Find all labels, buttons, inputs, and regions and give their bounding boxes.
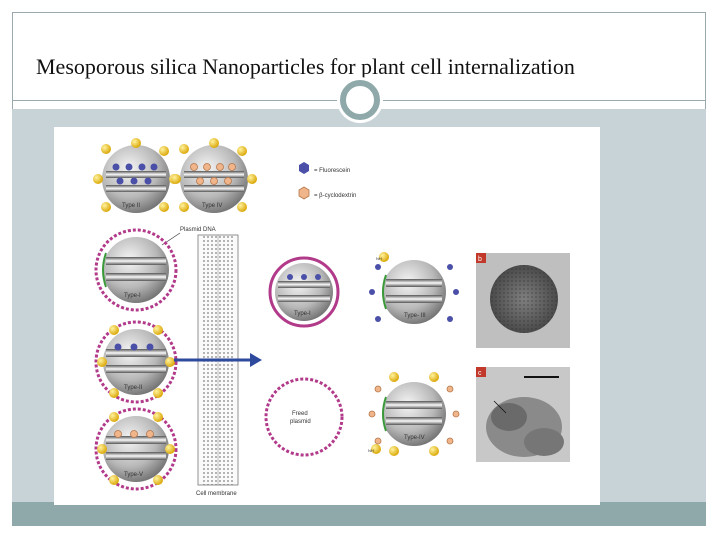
label-type2-left: Type-II	[124, 385, 143, 391]
panel-b-label: b	[478, 256, 482, 263]
figure-illustration: Type II Type IV = Fluorescein = β-cyclod…	[93, 138, 570, 497]
label-type1-mid: Type-I	[294, 311, 311, 317]
nanoparticle-figure: Type II Type IV = Fluorescein = β-cyclod…	[54, 127, 600, 505]
label-type5-left: Type-V	[124, 472, 143, 478]
particle-type2-left: Type-II	[94, 320, 178, 404]
label-type3-right: Type- III	[404, 313, 426, 319]
particle-type5-left: Type-V	[94, 407, 178, 491]
label-plasmid: Plasmid DNA	[180, 227, 216, 233]
label-type4-top: Type IV	[202, 203, 222, 209]
particle-type4-right: NH Type-IV	[368, 372, 460, 456]
footer-band	[12, 502, 706, 526]
internalization-arrow	[174, 353, 262, 367]
particle-type2-top: Type II	[93, 138, 179, 213]
label-membrane: Cell membrane	[196, 491, 237, 497]
tem-panel-c: c	[476, 367, 570, 462]
slide-title: Mesoporous silica Nanoparticles for plan…	[36, 54, 575, 79]
label-type1-left: Type-I	[124, 293, 141, 299]
label-nh-top: NH	[376, 256, 382, 261]
divider-circle-ornament	[340, 80, 380, 120]
legend-fluorescein: = Fluorescein	[314, 168, 350, 174]
particle-type3-right: NH Type- III	[369, 252, 459, 324]
title-area: Mesoporous silica Nanoparticles for plan…	[12, 12, 706, 102]
cell-membrane: Cell membrane	[196, 234, 239, 497]
panel-c-label: c	[478, 370, 482, 377]
freed-plasmid: Freed plasmid	[264, 377, 344, 457]
label-plasmid-small: plasmid	[290, 419, 311, 425]
legend: = Fluorescein = β-cyclodextrin	[298, 162, 356, 200]
label-type4-right: Type-IV	[404, 435, 425, 441]
particle-type1-mid: Type-I	[268, 256, 340, 328]
particle-type4-top: Type IV	[171, 138, 257, 213]
label-freed: Freed	[292, 411, 308, 417]
legend-cyclodextrin: = β-cyclodextrin	[314, 193, 356, 199]
particle-type1-left: Type-I	[94, 228, 178, 312]
tem-panel-b: b	[476, 253, 570, 348]
label-type2-top: Type II	[122, 203, 140, 209]
label-nh-bottom: NH	[368, 448, 374, 453]
